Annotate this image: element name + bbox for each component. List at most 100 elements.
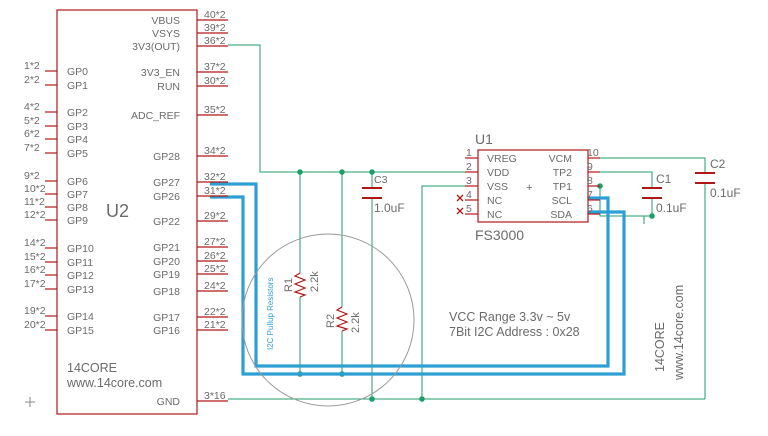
rpi-right-pin-number: 34*2: [204, 145, 226, 157]
rpi-right-pin-number: 27*2: [204, 236, 226, 248]
rpi-left-pin-label: GP6: [67, 176, 88, 188]
rpi-left-pin-label: GP9: [67, 215, 88, 227]
side-brand: 14CORE: [653, 322, 667, 372]
i2c-bus: [210, 182, 626, 376]
nc-x-icon: [456, 207, 464, 215]
junction: [369, 396, 375, 402]
rpi-left-pin-number: 7*2: [24, 142, 40, 154]
junction: [297, 169, 303, 175]
sensor-left-pin-number: 4: [466, 189, 472, 201]
sensor-right-pin-number: 8: [587, 175, 593, 187]
rpi-left-pin-number: 15*2: [24, 251, 46, 263]
pullup-highlight-circle: [241, 233, 415, 407]
rpi-left-pin-label: GP5: [67, 148, 88, 160]
rpi-right-pin-number: 21*2: [204, 319, 226, 331]
junction: [369, 169, 375, 175]
c1-symbol: [642, 187, 662, 199]
sensor-right-pin-label: TP1: [553, 181, 572, 193]
wire-c2: [588, 157, 706, 399]
rpi-left-pin-label: GP12: [67, 270, 94, 282]
sensor-right-pin-label: TP2: [553, 167, 572, 179]
rpi-right-pin-label: GP19: [153, 269, 180, 281]
sensor-left-pin-label: VSS: [487, 181, 508, 193]
rpi-right-pin-label: GP20: [153, 256, 180, 268]
rpi-right-pin-number: 30*2: [204, 75, 226, 87]
rpi-left-pin-label: GP7: [67, 189, 88, 201]
sensor-left-pin-number: 1: [466, 147, 472, 159]
sensor-right-pin-label: SDA: [550, 209, 572, 221]
sensor-left-pin-number: 3: [466, 175, 472, 187]
sensor-left-pin-label: NC: [487, 195, 503, 207]
sensor-right-pin-number: 6: [587, 203, 593, 215]
sensor-ref: U1: [475, 131, 493, 147]
rpi-left-pin-label: GP2: [67, 107, 88, 119]
rpi-left-pin-label: GP14: [67, 311, 94, 323]
rpi-right-pin-label: GP28: [153, 151, 180, 163]
rpi-left-pin-number: 9*2: [24, 170, 40, 182]
rpi-right-pin-number: 36*2: [204, 35, 226, 47]
rpi-right-pin-number: 32*2: [204, 171, 226, 183]
r2-value: 2.2k: [350, 312, 362, 333]
rpi-right-pin-label: GP21: [153, 242, 180, 254]
rpi-body: [56, 9, 198, 415]
rpi-right-pin-number: 29*2: [204, 210, 226, 222]
wire-c1: [588, 171, 653, 217]
sensor-part: FS3000: [475, 227, 524, 243]
rpi-left-pin-label: GP1: [67, 80, 88, 92]
rpi-left-pin-number: 10*2: [24, 183, 46, 195]
rpi-url: www.14core.com: [66, 376, 162, 390]
rpi-right-pin-number: 39*2: [204, 22, 226, 34]
rpi-right-pin-label: RUN: [157, 81, 180, 93]
c1-value: 0.1uF: [656, 201, 687, 215]
rpi-right-pin-number: 24*2: [204, 280, 226, 292]
rpi-left-pin-number: 11*2: [24, 196, 45, 208]
rpi-right-pin-label: VSYS: [152, 28, 180, 40]
rpi-brand: 14CORE: [67, 361, 117, 375]
rpi-right-pin-label: GP18: [153, 286, 180, 298]
capacitor-symbols: [362, 172, 715, 199]
junction: [649, 213, 655, 219]
note-vcc-range: VCC Range 3.3v ~ 5v: [449, 310, 571, 324]
rpi-right-pin-number: 25*2: [204, 263, 226, 275]
rpi-left-pin-number: 17*2: [24, 278, 46, 290]
rpi-left-pin-label: GP3: [67, 121, 88, 133]
rpi-left-pin-number: 4*2: [24, 101, 40, 113]
rpi-right-pin-label: 3V3_EN: [141, 67, 180, 79]
rpi-right-pin-number: 40*2: [204, 9, 226, 21]
sensor-right-pin-number: 7: [587, 189, 593, 201]
r1-value: 2.2k: [309, 271, 321, 292]
i2c-scl-line: [210, 182, 610, 368]
rpi-left-pin-label: GP0: [67, 66, 88, 78]
nc-x-icon: [456, 194, 464, 202]
sensor-right-pin-label: SCL: [552, 195, 573, 207]
sensor-left-pin-number: 2: [466, 161, 472, 173]
rpi-right-pin-label: GND: [157, 396, 181, 408]
junction: [419, 396, 425, 402]
r2-symbol: [335, 306, 349, 332]
nc-markers: [456, 194, 464, 215]
rpi-left-pin-number: 2*2: [24, 74, 40, 86]
sensor-plus: +: [526, 182, 532, 194]
rpi-left-pin-label: GP13: [67, 284, 94, 296]
junction: [339, 169, 345, 175]
sensor-right-pin-number: 9: [587, 161, 593, 173]
sensor-right-pin-number: 10: [587, 147, 599, 159]
junctions: [297, 169, 655, 402]
rpi-name: U2: [106, 201, 129, 221]
rpi-left-pin-number: 19*2: [24, 305, 46, 317]
r2-ref: R2: [325, 314, 337, 328]
sensor-left-pin-label: VREG: [487, 153, 517, 165]
rpi-left-pin-number: 14*2: [24, 237, 46, 249]
c3-symbol: [362, 187, 382, 199]
c1-ref: C1: [656, 172, 672, 186]
pullup-label: I2C Pullup Resistors: [266, 278, 275, 350]
rpi-right-pin-number: 26*2: [204, 250, 226, 262]
origin-cross-icon: [25, 397, 35, 407]
resistor-symbols: [293, 272, 349, 332]
net-wires: [228, 44, 706, 400]
rpi-left-pin-label: GP11: [67, 257, 93, 269]
i2c-sda-line: [210, 195, 626, 376]
